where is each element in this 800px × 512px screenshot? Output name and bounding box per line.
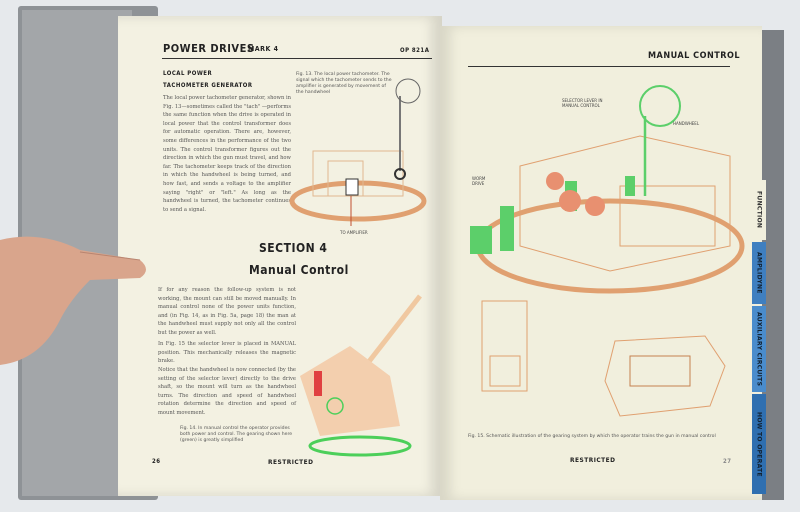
footer-restricted: RESTRICTED <box>570 456 616 464</box>
tab-amplidyne[interactable]: AMPLIDYNE <box>752 242 766 304</box>
label-handwheel: HANDWHEEL <box>673 121 700 126</box>
header-subtitle: MARK 4 <box>248 45 279 53</box>
header-rule <box>468 66 730 67</box>
fig15-caption: Fig. 15. Schematic illustration of the g… <box>468 434 716 439</box>
subhead-1: LOCAL POWER <box>163 70 213 77</box>
left-page: POWER DRIVES MARK 4 OP 821A LOCAL POWER … <box>118 16 442 496</box>
right-page: MANUAL CONTROL SELECTOR LEVER IN MANUAL … <box>440 26 762 500</box>
page-number: 26 <box>152 458 161 465</box>
paragraph-selector-lever: In Fig. 15 the selector lever is placed … <box>158 341 296 365</box>
footer-restricted: RESTRICTED <box>268 458 314 466</box>
tab-how-to-operate[interactable]: HOW TO OPERATE <box>752 394 766 494</box>
paragraph-tachometer: The local power tachometer generator, sh… <box>163 95 291 213</box>
motor-illustrations <box>481 300 726 417</box>
hand-holding-book <box>0 236 146 365</box>
section-title: Manual Control <box>249 263 349 277</box>
tab-function[interactable]: FUNCTION <box>752 180 766 240</box>
gearing-schematic <box>470 85 745 294</box>
tab-auxiliary-circuits[interactable]: AUXILIARY CIRCUITS <box>752 306 766 392</box>
section-number: SECTION 4 <box>259 241 328 255</box>
tachometer-illustration <box>289 78 427 226</box>
page-number: 27 <box>723 458 732 465</box>
fig14-caption: Fig. 14. In manual control the operator … <box>180 426 293 443</box>
header-code: OP 821A <box>400 47 430 54</box>
subhead-2: TACHOMETER GENERATOR <box>163 82 253 89</box>
gun-mount-illustration <box>300 294 422 457</box>
header-title: MANUAL CONTROL <box>648 51 741 61</box>
paragraph-manual-intro: If for any reason the follow-up system i… <box>158 287 296 336</box>
label-worm-drive: WORM DRIVE <box>472 176 486 186</box>
paragraph-handwheel: Notice that the handwheel is now connect… <box>158 367 296 416</box>
fig13-caption: Fig. 13. The local power tachometer. The… <box>296 72 392 95</box>
header-rule <box>162 58 432 59</box>
header-title: POWER DRIVES <box>163 42 255 55</box>
fig13-label-to-amplifier: TO AMPLIFIER <box>340 230 368 235</box>
label-selector-lever: SELECTOR LEVER IN MANUAL CONTROL <box>562 98 603 108</box>
